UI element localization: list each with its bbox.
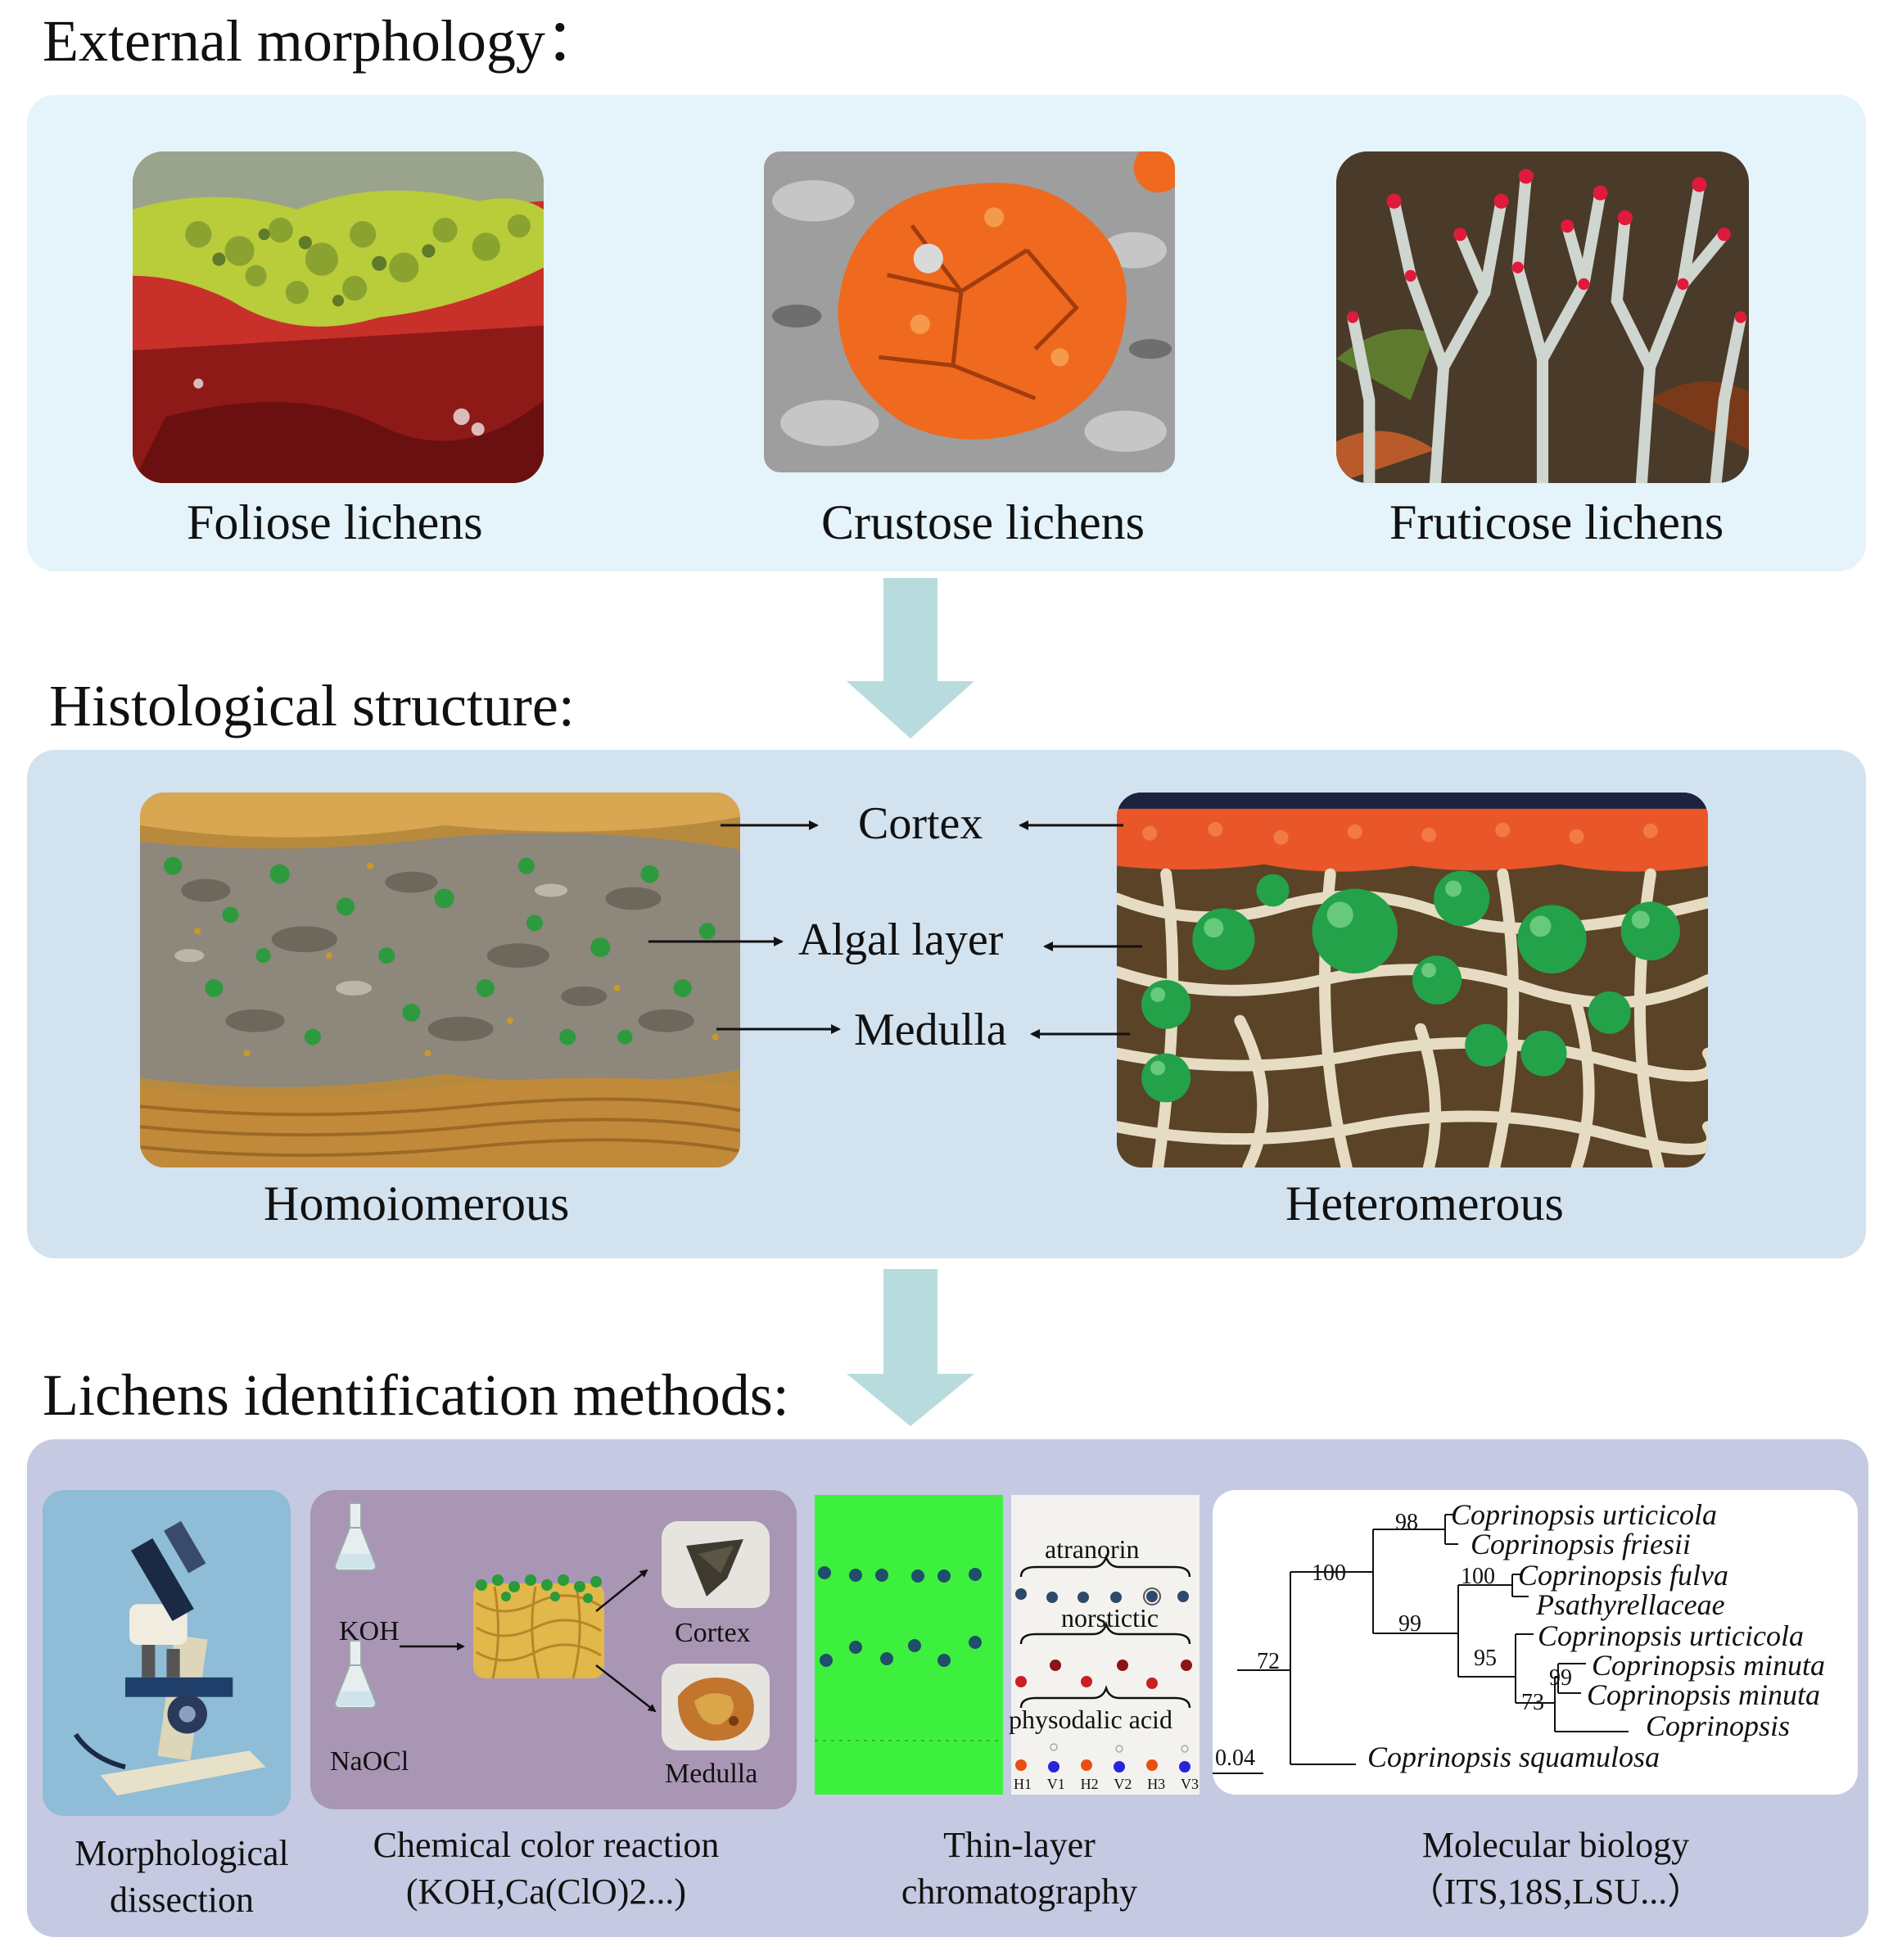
tlc-label-norstictic: norstictic [1061, 1603, 1159, 1633]
tlc-label-physodalic-acid: physodalic acid [1009, 1705, 1172, 1734]
tree-taxon-label: Coprinopsis urticicola [1451, 1498, 1718, 1531]
section-title-histological-structure: Histological structure: [49, 673, 575, 738]
molecular-caption-line1: Molecular biology [1421, 1825, 1690, 1865]
phylogenetic-tree-panel [1213, 1490, 1858, 1795]
tlc-lane-label: V2 [1114, 1776, 1132, 1792]
tlc-lane-label: H3 [1147, 1776, 1166, 1792]
lichen-cross-section-icon [473, 1574, 604, 1679]
cortex-sample-image [662, 1521, 770, 1608]
reagent-flask-icon [333, 1502, 377, 1571]
foliose-lichen-image [133, 151, 544, 483]
tlc-caption-line2: chromatography [901, 1872, 1138, 1913]
tree-taxon-label: Coprinopsis squamulosa [1367, 1741, 1660, 1773]
morphological-caption-line2: dissection [110, 1880, 254, 1921]
tree-taxon-label: Coprinopsis minuta [1587, 1678, 1821, 1711]
tree-taxon-label: Psathyrellaceae [1536, 1588, 1725, 1621]
reagent-flask-icon [333, 1640, 377, 1709]
bootstrap-value: 99 [1398, 1611, 1421, 1637]
heteromerous-section-image [1117, 793, 1708, 1167]
chemical-reaction-caption: Chemical color reaction (KOH,Ca(ClO)2...… [333, 1822, 759, 1915]
bootstrap-value: 98 [1395, 1510, 1418, 1535]
fruticose-caption: Fruticose lichens [1389, 495, 1724, 549]
chemical-caption-line1: Chemical color reaction [373, 1825, 720, 1865]
section-title-external-morphology: External morphology： [43, 8, 604, 74]
flow-arrow-down-1 [847, 578, 974, 738]
microscope-image [43, 1490, 291, 1816]
chemical-caption-line2: (KOH,Ca(ClO)2...) [405, 1872, 687, 1913]
morphological-caption-line1: Morphological [75, 1833, 289, 1873]
bootstrap-value: 73 [1521, 1690, 1544, 1715]
tree-taxon-label: Coprinopsis urticicola [1538, 1619, 1805, 1652]
foliose-caption: Foliose lichens [187, 495, 483, 549]
tlc-caption: Thin-layer chromatography [843, 1822, 1195, 1915]
crustose-lichen-image [764, 151, 1175, 472]
reagent-label-koh: KOH [339, 1616, 400, 1646]
tlc-caption-line1: Thin-layer [943, 1825, 1096, 1865]
bootstrap-value: 99 [1549, 1665, 1572, 1691]
tlc-label-atranorin: atranorin [1045, 1534, 1140, 1564]
layer-label-cortex: Cortex [858, 798, 983, 849]
homoiomerous-caption: Homoiomerous [264, 1176, 570, 1231]
fruticose-lichen-image [1336, 151, 1749, 483]
tlc-lane-labels: H1 V1 H2 V2 H3 V3 [1014, 1777, 1199, 1791]
tree-taxon-label: Coprinopsis fulva [1518, 1559, 1729, 1592]
tlc-lane-label: V1 [1046, 1776, 1065, 1792]
tree-taxon-label: Coprinopsis friesii [1471, 1528, 1692, 1560]
section-title-identification-methods: Lichens identification methods: [43, 1362, 789, 1428]
tlc-plate-uv-image [815, 1495, 1003, 1795]
chem-output-medulla: Medulla [665, 1759, 758, 1789]
bootstrap-value: 95 [1474, 1646, 1497, 1671]
tlc-lane-label: H2 [1080, 1776, 1099, 1792]
tlc-lane-label: H1 [1014, 1776, 1032, 1792]
tree-scale-label: 0.04 [1215, 1745, 1255, 1771]
crustose-caption: Crustose lichens [821, 495, 1145, 549]
morphological-dissection-caption: Morphological dissection [59, 1830, 305, 1923]
bootstrap-value: 72 [1257, 1649, 1280, 1674]
heteromerous-caption: Heteromerous [1285, 1176, 1564, 1231]
medulla-sample-image [662, 1664, 770, 1750]
bootstrap-value: 100 [1461, 1564, 1495, 1589]
bootstrap-value: 100 [1312, 1560, 1346, 1586]
molecular-caption-line2: （ITS,18S,LSU...） [1407, 1872, 1704, 1913]
tree-taxon-label: Coprinopsis minuta [1592, 1649, 1826, 1682]
reagent-label-naocl: NaOCl [330, 1746, 409, 1777]
molecular-biology-caption: Molecular biology （ITS,18S,LSU...） [1384, 1822, 1728, 1915]
tlc-lane-label: V3 [1180, 1776, 1199, 1792]
tlc-plate-stained-image [1011, 1495, 1200, 1795]
phylogenetic-tree [1213, 1514, 1629, 1774]
homoiomerous-section-image [140, 793, 740, 1167]
tree-taxon-label: Coprinopsis [1646, 1709, 1791, 1742]
chem-output-cortex: Cortex [675, 1618, 751, 1648]
layer-label-algal: Algal layer [798, 915, 1004, 965]
layer-label-medulla: Medulla [854, 1005, 1007, 1055]
flow-arrow-down-2 [847, 1269, 974, 1426]
